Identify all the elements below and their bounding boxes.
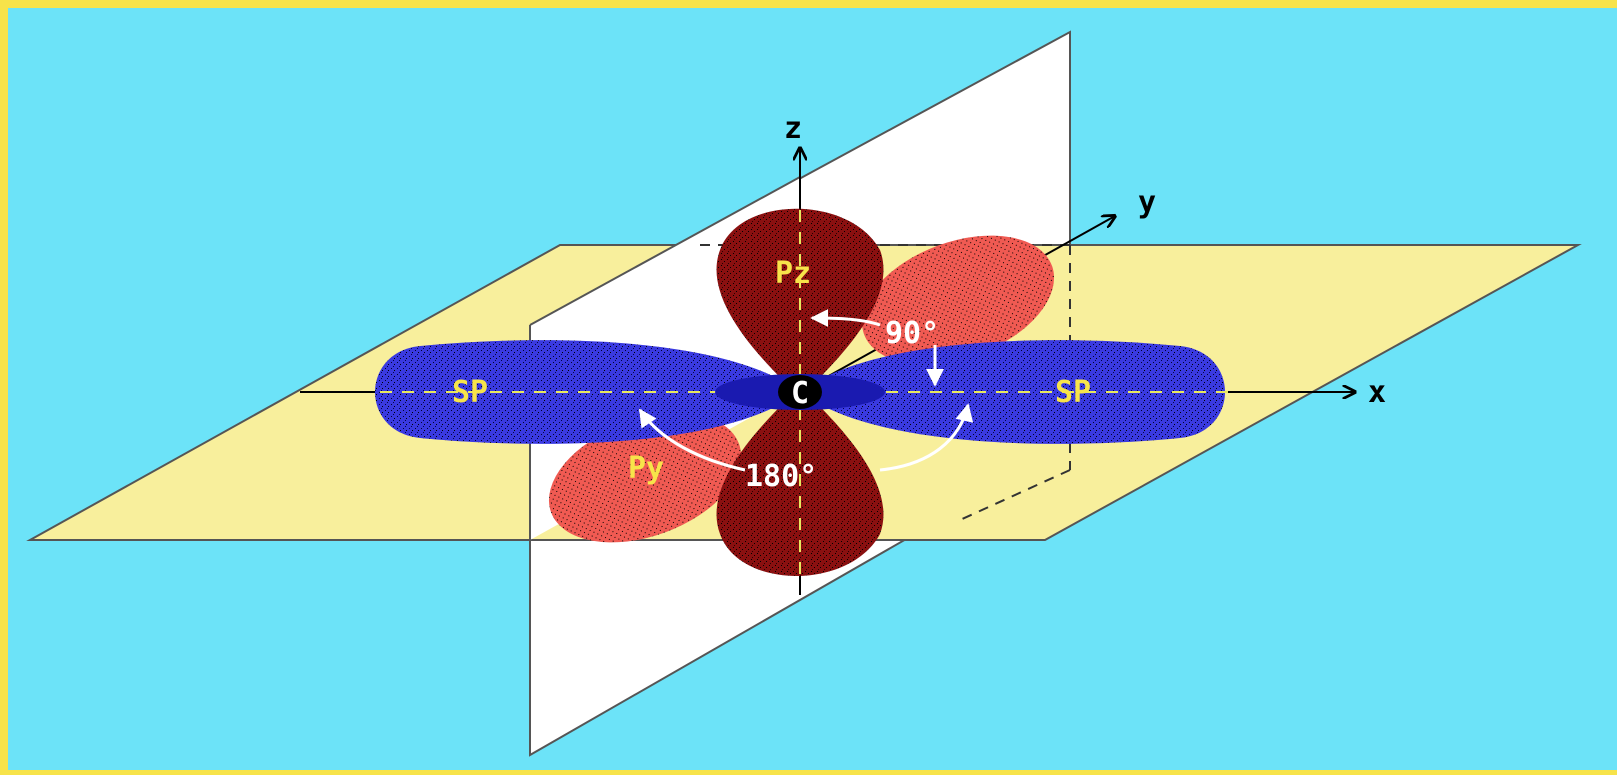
y-axis-label: y bbox=[1138, 185, 1156, 220]
py-label: Py bbox=[628, 451, 664, 486]
sp-right-label: SP bbox=[1055, 375, 1091, 410]
z-axis-label: z bbox=[784, 111, 802, 146]
center-atom-label: C bbox=[791, 376, 809, 411]
angle-180-label: 180° bbox=[745, 459, 817, 494]
sp-left-label: SP bbox=[452, 375, 488, 410]
angle-90-label: 90° bbox=[885, 316, 939, 351]
x-axis-label: x bbox=[1368, 375, 1386, 410]
pz-label: Pz bbox=[775, 256, 811, 291]
